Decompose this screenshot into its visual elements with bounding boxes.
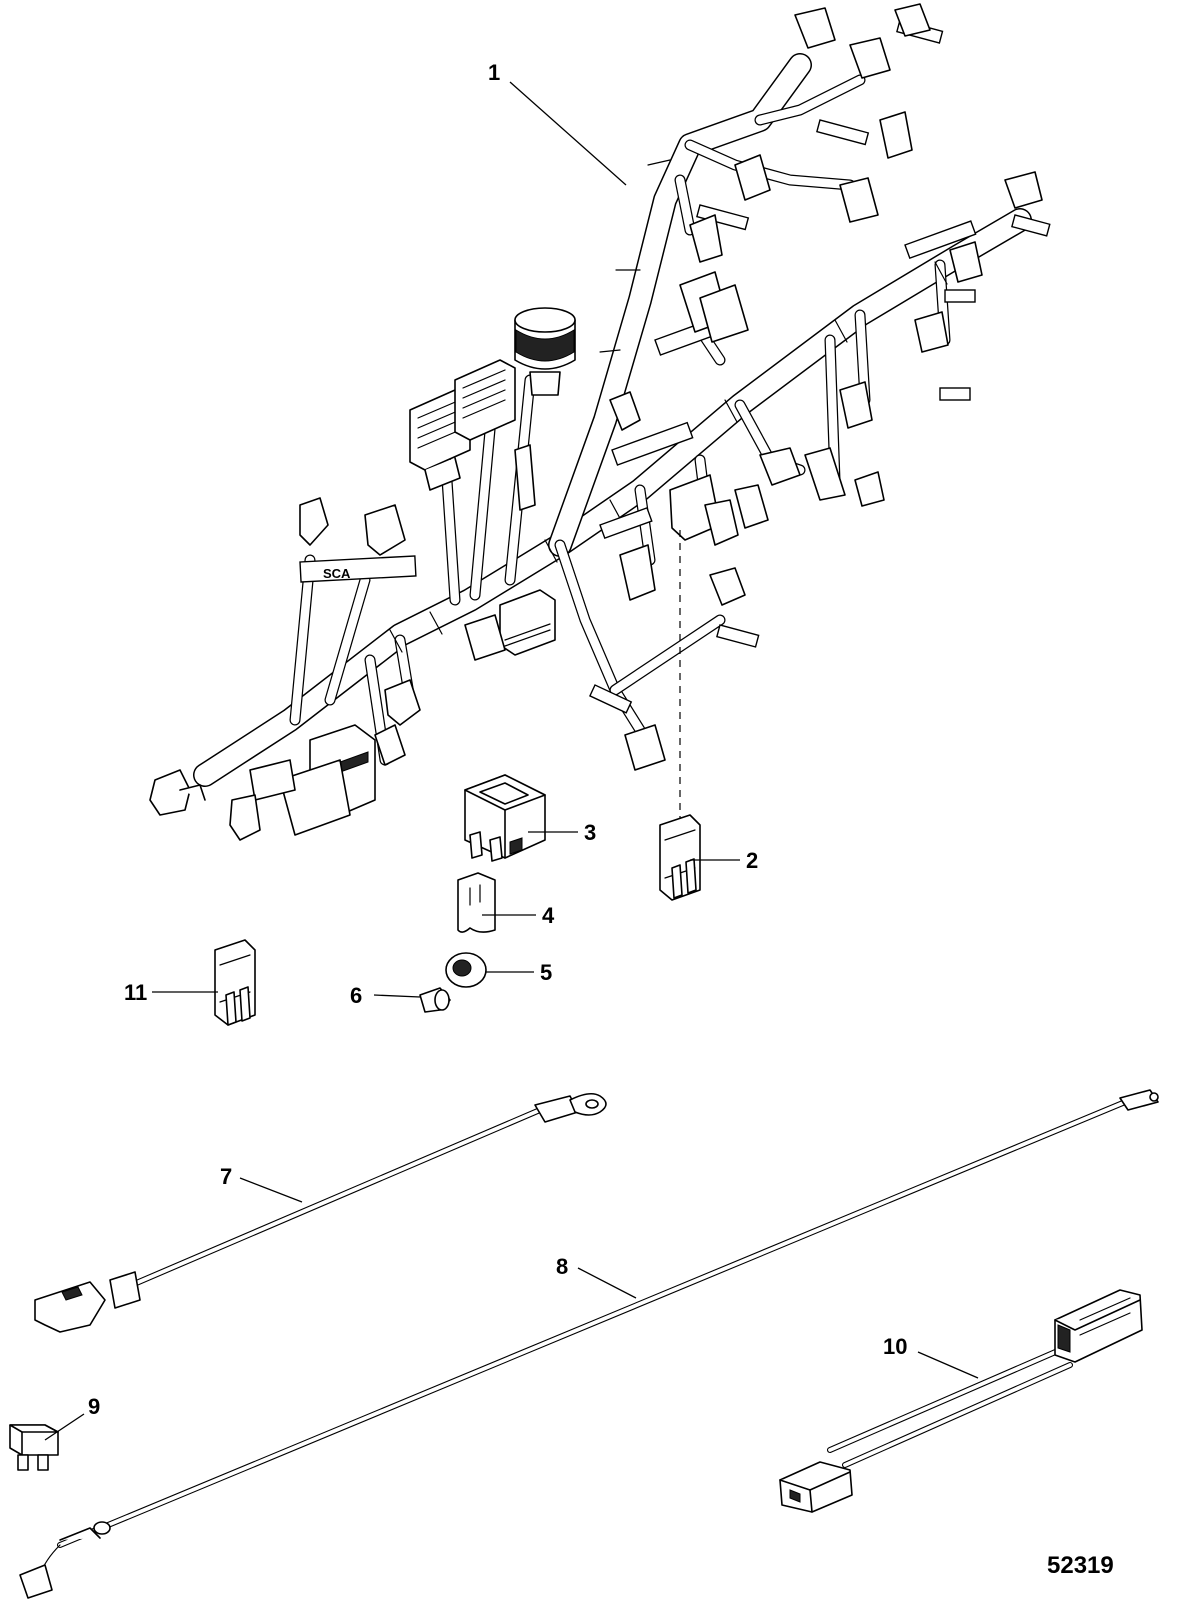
callout-8: 8 [556, 1254, 568, 1279]
plug-item-6 [419, 987, 451, 1013]
callout-7: 7 [220, 1164, 232, 1189]
connector-item-11 [214, 939, 256, 1026]
callout-11: 11 [124, 980, 147, 1005]
fuse-item-9 [9, 1424, 59, 1471]
callout-9: 9 [88, 1394, 100, 1419]
small-connectors [149, 3, 1043, 841]
callout-10: 10 [883, 1334, 907, 1359]
callout-6: 6 [350, 983, 362, 1008]
callout-3: 3 [584, 820, 596, 845]
clip-item-4 [457, 872, 496, 933]
engine-wiring-harness: SCA [149, 3, 1051, 841]
callout-4: 4 [542, 903, 555, 928]
relay-socket-connector [464, 589, 556, 661]
figure-number: 52319 [1047, 1552, 1114, 1579]
fused-lead-item-8 [19, 1089, 1159, 1599]
callouts: 1 2 3 4 5 6 7 8 9 10 11 [44, 60, 979, 1441]
connector-item-2 [659, 814, 701, 901]
round-bulkhead-connector [514, 307, 576, 396]
ecm-connector-right [454, 359, 516, 441]
relay-item-3 [464, 774, 546, 862]
extension-harness-item-10 [779, 1289, 1143, 1513]
callout-1: 1 [488, 60, 500, 85]
callout-5: 5 [540, 960, 552, 985]
harness-tag-label: SCA [323, 566, 351, 581]
main-power-connector [249, 724, 376, 836]
ground-cable-item-7 [34, 1092, 607, 1333]
callout-2: 2 [746, 848, 758, 873]
grommet-item-5 [445, 952, 487, 988]
